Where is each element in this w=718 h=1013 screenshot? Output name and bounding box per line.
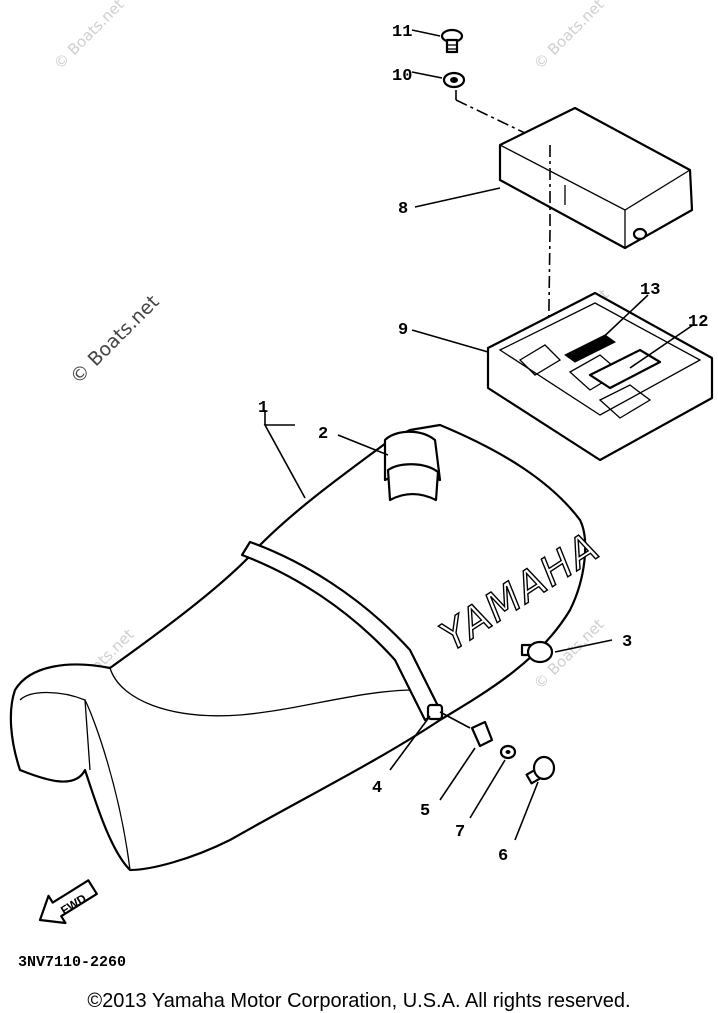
watermark: © Boats.net xyxy=(530,0,608,73)
battery-cover-part-8 xyxy=(498,106,694,250)
copyright-notice: ©2013 Yamaha Motor Corporation, U.S.A. A… xyxy=(87,990,631,1012)
callout-10: 10 xyxy=(392,67,412,86)
callout-1: 1 xyxy=(258,399,268,418)
bolt-part-3 xyxy=(520,640,554,664)
bolt-part-11 xyxy=(440,28,464,54)
screw-part-6 xyxy=(525,755,556,785)
washer-part-10 xyxy=(442,71,466,89)
callout-4: 4 xyxy=(372,779,382,798)
callout-13: 13 xyxy=(640,281,660,300)
callout-9: 9 xyxy=(398,321,408,340)
callout-6: 6 xyxy=(498,847,508,866)
callout-7: 7 xyxy=(455,823,465,842)
fwd-arrow-icon xyxy=(38,879,98,925)
watermark: © Boats.net xyxy=(50,0,128,73)
callout-8: 8 xyxy=(398,200,408,219)
watermark: © Boats.net xyxy=(66,291,164,389)
callout-11: 11 xyxy=(392,23,412,42)
callout-12: 12 xyxy=(688,313,708,332)
leader-lines xyxy=(263,29,694,841)
seat-part-1 xyxy=(9,423,587,872)
clip-part-5 xyxy=(470,720,494,748)
washer-part-7 xyxy=(499,744,517,760)
pad-part-13 xyxy=(564,334,616,363)
callout-5: 5 xyxy=(420,802,430,821)
callout-3: 3 xyxy=(622,633,632,652)
callout-2: 2 xyxy=(318,425,328,444)
drawing-code: 3NV7110-2260 xyxy=(18,954,126,971)
